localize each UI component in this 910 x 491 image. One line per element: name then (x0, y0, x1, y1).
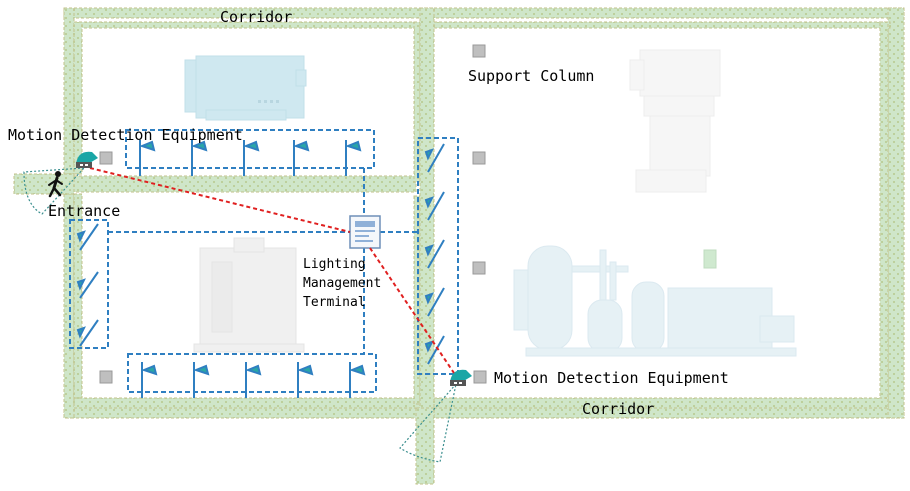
support-column-icon (99, 151, 113, 165)
sensor-field-left (23, 167, 86, 215)
wall-inner-right (879, 21, 889, 407)
wall-lamp-icon (76, 271, 99, 299)
wall-outer-top (63, 7, 905, 19)
walking-person-icon (48, 171, 63, 198)
support-column-icon (472, 261, 486, 275)
wall-lamp-icon (349, 362, 366, 398)
support-column-icon (473, 370, 487, 384)
corridor-top-label: Corridor (220, 8, 293, 26)
support-column-label: Support Column (468, 67, 595, 85)
lighting-terminal-icon (349, 215, 381, 249)
terminal-label-line-1: Lighting (303, 257, 366, 272)
wall-lamp-icon (297, 362, 314, 398)
terminal-label-line-2: Management (303, 276, 382, 291)
wall-inner-bottom (73, 397, 889, 409)
wall-lamp-icon (191, 140, 208, 176)
motion-equipment-right-label: Motion Detection Equipment (494, 369, 729, 387)
wall-lamp-icon (193, 362, 210, 398)
wall-inner-top (73, 21, 891, 29)
corridor-bottom-label: Corridor (582, 400, 655, 418)
lamps (76, 140, 445, 398)
walls (13, 7, 905, 485)
wall-lamp-icon (424, 143, 445, 173)
motion-sensor-icon (450, 369, 472, 386)
link-left-sensor (89, 167, 351, 233)
wall-outer-bottom (63, 407, 905, 419)
link-right-sensor (369, 247, 457, 377)
support-column-icon (472, 44, 486, 58)
wall-entrance-stub (13, 173, 75, 195)
wall-lamp-icon (345, 140, 362, 176)
lighting-circuits (69, 129, 459, 393)
tank-farm-right (513, 245, 797, 357)
wall-lamp-icon (141, 362, 158, 398)
wall-lamp-icon (424, 239, 445, 269)
equipment (184, 49, 797, 357)
wall-inner-left-top (73, 21, 83, 175)
circuit-left-room-b (69, 219, 109, 349)
machine-top-left (184, 55, 307, 121)
entrance-label: Entrance (48, 202, 121, 220)
boiler-room-b (193, 237, 305, 353)
wall-lamp-icon (76, 319, 99, 347)
support-columns (99, 44, 487, 384)
wall-room-b-right (413, 195, 421, 405)
sensor-fields (23, 167, 458, 463)
communication-links (89, 167, 457, 377)
motion-equipment-left-label: Motion Detection Equipment (8, 126, 243, 144)
wall-lamp-icon (424, 335, 445, 365)
circuit-top-room-a (125, 129, 375, 169)
wall-outer-left-top (63, 7, 75, 175)
circuit-right-vertical (417, 137, 459, 375)
wall-partition-stub (415, 407, 435, 485)
terminal-label-line-3: Terminal (303, 295, 366, 310)
wall-lamp-icon (243, 140, 260, 176)
support-column-icon (99, 370, 113, 384)
wall-lamp-icon (76, 223, 99, 251)
wall-lamp-icon (245, 362, 262, 398)
circuit-bottom-room-b (127, 353, 377, 393)
motion-sensor-icon (76, 151, 98, 168)
small-green-box (703, 249, 717, 269)
sensor-field-right (399, 381, 458, 463)
wall-lamp-icon (424, 191, 445, 221)
mill-right (629, 49, 721, 193)
support-column-icon (472, 151, 486, 165)
wall-inner-left-bottom (73, 193, 83, 405)
wall-outer-right (887, 7, 905, 419)
wall-lamp-icon (139, 140, 156, 176)
wall-lamp-icon (293, 140, 310, 176)
wall-lamp-icon (424, 287, 445, 317)
lighting-terminal-label: Lighting Management Terminal (303, 255, 381, 312)
